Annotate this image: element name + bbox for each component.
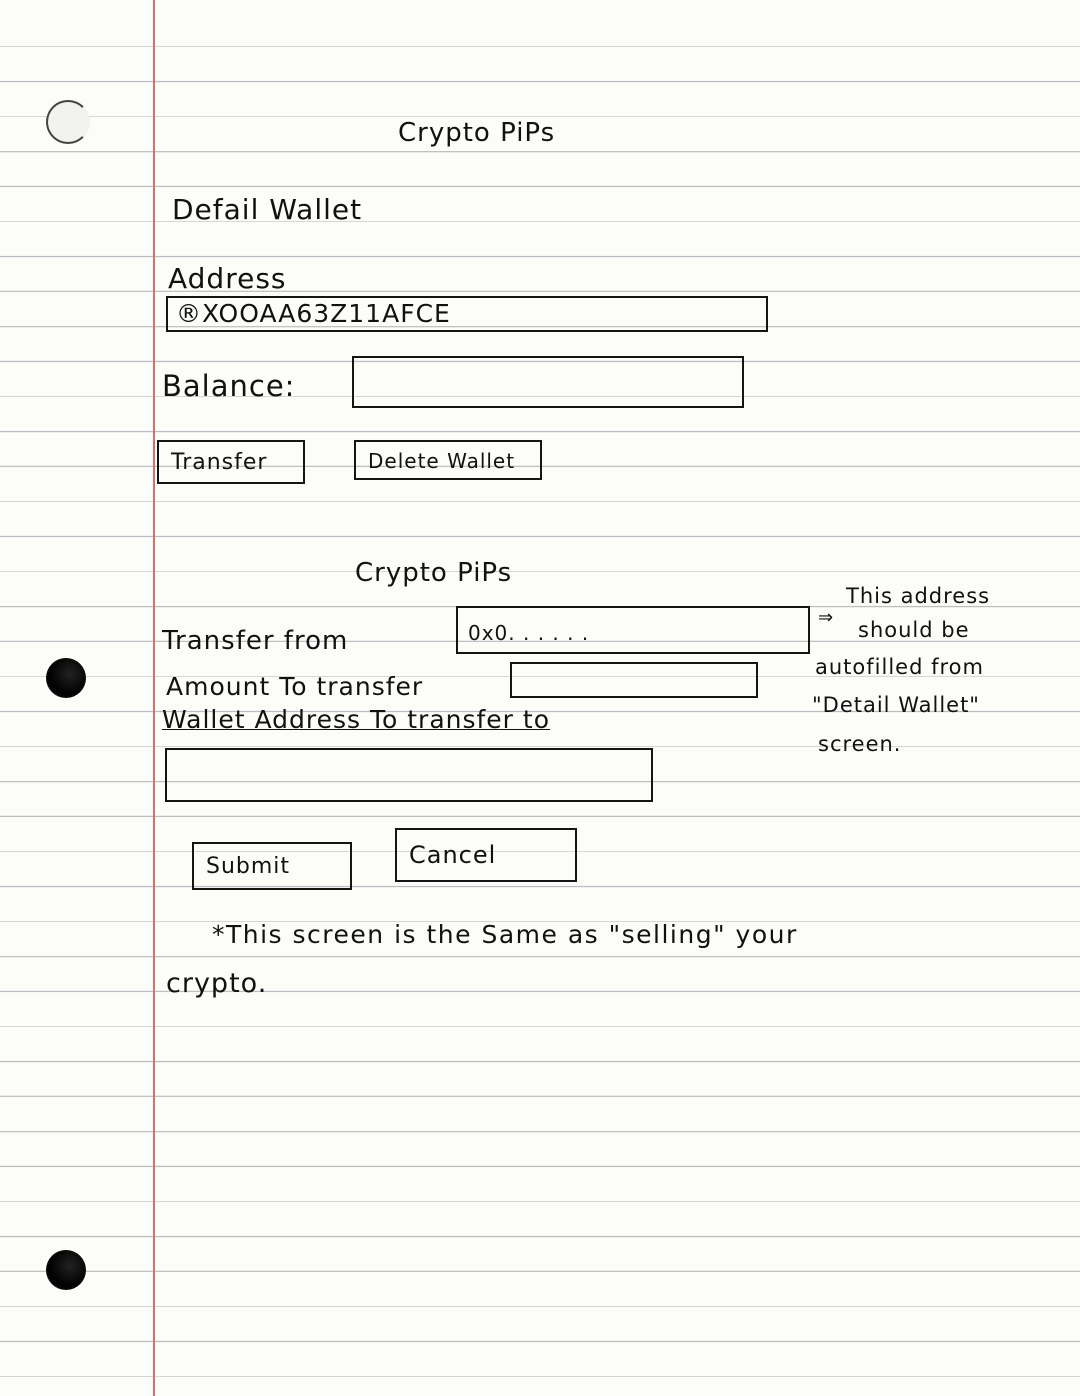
- transfer-from-field[interactable]: 0x0. . . . . .: [456, 606, 810, 654]
- wallet-address-field[interactable]: [165, 748, 653, 802]
- footnote-line-1: *This screen is the Same as "selling" yo…: [212, 920, 798, 949]
- margin-line: [153, 0, 155, 1396]
- cancel-button[interactable]: Cancel: [395, 828, 577, 882]
- transfer-from-label: Transfer from: [162, 626, 349, 656]
- binder-hole: [46, 658, 86, 698]
- address-label: Address: [168, 262, 287, 295]
- balance-label: Balance:: [162, 369, 296, 403]
- amount-label: Amount To transfer: [166, 672, 424, 701]
- transfer-from-value: 0x0. . . . . .: [468, 621, 590, 645]
- wallet-address-label: Wallet Address To transfer to: [162, 705, 551, 734]
- address-field[interactable]: ®XOOAA63Z11AFCE: [166, 296, 768, 332]
- binder-hole: [46, 1250, 86, 1290]
- app-title-2: Crypto PiPs: [355, 558, 513, 588]
- arrow-icon: ⇒: [818, 607, 835, 628]
- app-title: Crypto PiPs: [398, 118, 556, 148]
- side-note-line: autofilled from: [815, 655, 984, 679]
- transfer-button[interactable]: Transfer: [157, 440, 305, 484]
- side-note-line: should be: [858, 618, 970, 642]
- footnote-line-2: crypto.: [166, 968, 268, 999]
- amount-field[interactable]: [510, 662, 758, 698]
- side-note-line: This address: [846, 584, 991, 608]
- submit-button[interactable]: Submit: [192, 842, 352, 890]
- page-heading: Defail Wallet: [172, 193, 363, 226]
- binder-hole: [46, 100, 90, 144]
- side-note-line: screen.: [818, 732, 902, 756]
- side-note-line: "Detail Wallet": [812, 693, 980, 717]
- address-value: ®XOOAA63Z11AFCE: [176, 299, 451, 328]
- balance-field[interactable]: [352, 356, 744, 408]
- delete-wallet-button[interactable]: Delete Wallet: [354, 440, 542, 480]
